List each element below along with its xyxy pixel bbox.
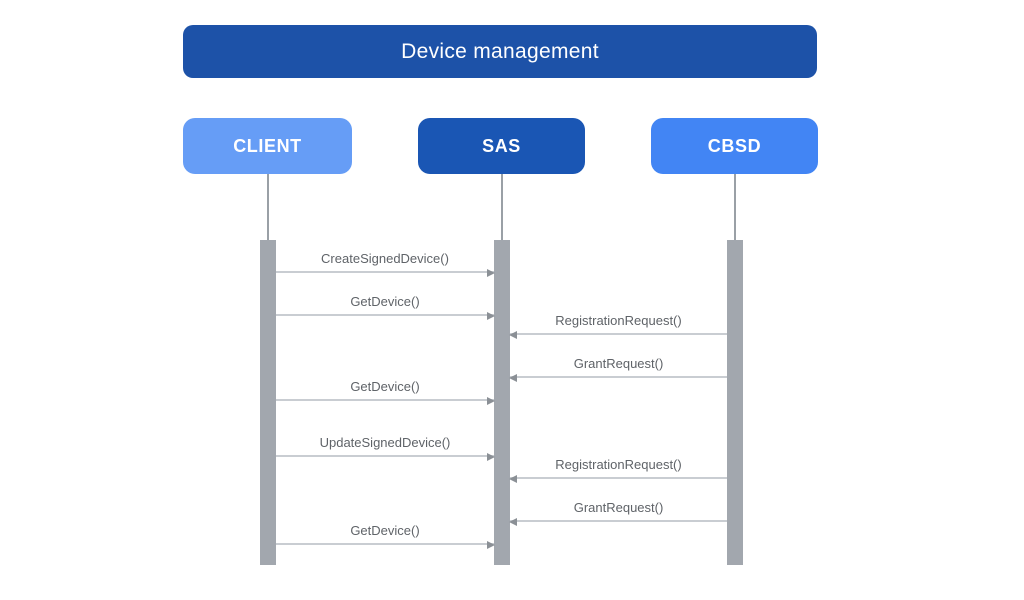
actor-cbsd-label: CBSD — [707, 135, 762, 156]
lifeline-client — [267, 174, 269, 240]
message-label: RegistrationRequest() — [555, 457, 682, 472]
diagram-title: Device management — [183, 25, 817, 78]
message-label: RegistrationRequest() — [555, 313, 682, 328]
message-arrowhead-icon — [487, 268, 495, 277]
lifeline-cbsd — [734, 174, 736, 240]
message-arrowhead-icon — [487, 311, 495, 320]
message-arrowhead-icon — [509, 517, 517, 526]
lifeline-sas — [501, 174, 503, 240]
activation-bar-client — [260, 240, 276, 565]
message-7: RegistrationRequest() — [509, 451, 727, 483]
message-label: GetDevice() — [350, 523, 420, 538]
actor-sas: SAS — [418, 118, 585, 174]
message-arrowhead-icon — [487, 396, 495, 405]
actor-sas-label: SAS — [482, 135, 521, 156]
actor-client: CLIENT — [183, 118, 352, 174]
message-arrow-line — [276, 399, 494, 401]
activation-bar-cbsd — [727, 240, 743, 565]
message-label: UpdateSignedDevice() — [319, 435, 451, 450]
message-label: GrantRequest() — [573, 500, 664, 515]
message-arrowhead-icon — [509, 330, 517, 339]
message-3: RegistrationRequest() — [509, 307, 727, 339]
message-4: GrantRequest() — [509, 350, 727, 382]
message-arrow-line — [510, 520, 727, 522]
message-9: GetDevice() — [276, 517, 495, 549]
diagram-title-label: Device management — [401, 39, 599, 63]
message-arrowhead-icon — [509, 474, 517, 483]
message-arrow-line — [276, 271, 494, 273]
message-6: UpdateSignedDevice() — [276, 429, 495, 461]
message-2: GetDevice() — [276, 288, 495, 320]
message-arrow-line — [276, 314, 494, 316]
message-8: GrantRequest() — [509, 494, 727, 526]
message-arrow-line — [510, 477, 727, 479]
message-arrow-line — [510, 333, 727, 335]
activation-bar-sas — [494, 240, 510, 565]
message-label: GetDevice() — [350, 379, 420, 394]
message-arrowhead-icon — [487, 452, 495, 461]
message-5: GetDevice() — [276, 373, 495, 405]
message-label: GrantRequest() — [573, 356, 664, 371]
message-label: CreateSignedDevice() — [321, 251, 449, 266]
message-arrow-line — [276, 543, 494, 545]
actor-cbsd: CBSD — [651, 118, 818, 174]
actor-client-label: CLIENT — [233, 135, 302, 156]
message-arrow-line — [510, 376, 727, 378]
message-arrowhead-icon — [509, 373, 517, 382]
message-arrowhead-icon — [487, 540, 495, 549]
message-1: CreateSignedDevice() — [276, 245, 495, 277]
message-arrow-line — [276, 455, 494, 457]
message-label: GetDevice() — [350, 294, 420, 309]
